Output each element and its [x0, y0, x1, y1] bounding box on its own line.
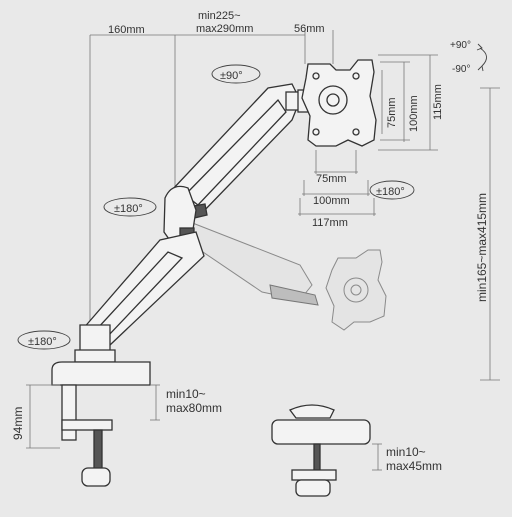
vesa-dimensions	[298, 54, 438, 216]
height-range-line	[480, 87, 500, 381]
swivel-base-label: ±180°	[28, 336, 57, 348]
ghost-arm	[189, 221, 387, 331]
ghost-vesa-plate	[325, 249, 387, 331]
tilt-icon	[476, 43, 487, 72]
height-range-label: min165~max415mm	[475, 193, 489, 302]
arm-reach-label: 160mm	[108, 24, 145, 36]
vesa-width-117-label: 117mm	[312, 217, 348, 229]
swivel-elbow-icon	[103, 197, 157, 217]
head-reach-label-1: min225~	[198, 10, 241, 22]
clamp-range-label-1: min10~	[166, 387, 206, 401]
vesa-width-100-label: 100mm	[313, 195, 350, 207]
grommet-mount	[271, 404, 371, 497]
swivel-base-icon	[17, 330, 71, 350]
vesa-width-75-label: 75mm	[316, 173, 347, 185]
head-reach-label-2: max290mm	[196, 23, 253, 35]
rotate-top-icon	[211, 64, 261, 84]
swivel-head-icon	[369, 180, 415, 200]
vesa-plate	[301, 59, 377, 147]
grommet-dimensions	[372, 443, 382, 471]
vesa-height-115-label: 115mm	[432, 84, 444, 120]
main-arm	[74, 83, 313, 363]
tilt-up-label: +90°	[450, 40, 471, 51]
top-dimensions	[89, 30, 334, 330]
desk-clamp	[51, 361, 151, 487]
swivel-head-label: ±180°	[376, 186, 405, 198]
clamp-range-label-2: max80mm	[166, 401, 222, 415]
grommet-range-label-1: min10~	[386, 445, 426, 459]
rotate-top-label: ±90°	[220, 70, 243, 82]
grommet-range-label-2: max45mm	[386, 459, 442, 473]
clamp-dimensions	[26, 384, 160, 449]
vesa-offset-label: 56mm	[294, 23, 325, 35]
tilt-down-label: -90°	[452, 64, 470, 75]
clamp-height-label: 94mm	[11, 407, 25, 440]
swivel-elbow-label: ±180°	[114, 203, 143, 215]
vesa-height-75-label: 75mm	[386, 97, 398, 128]
vesa-height-100-label: 100mm	[408, 95, 420, 132]
